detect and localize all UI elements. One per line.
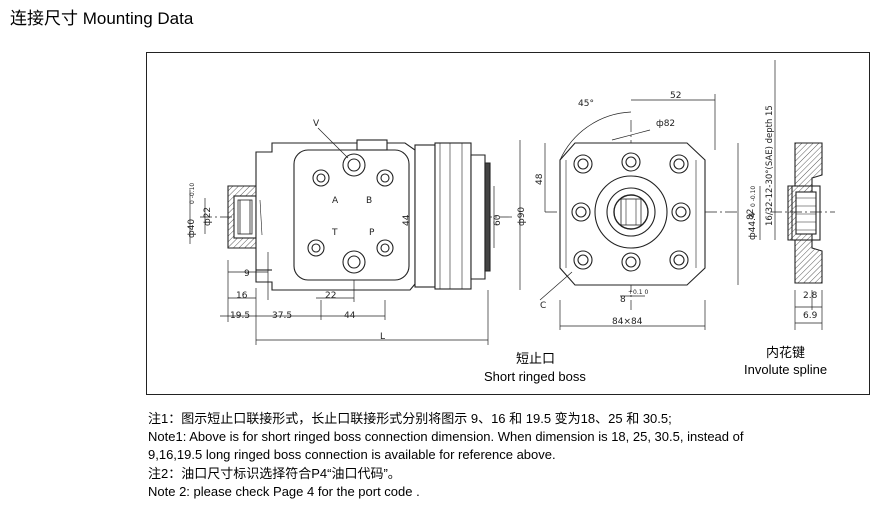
dim-52: 52 [670, 91, 681, 101]
side-view-dims [189, 127, 521, 345]
dim-8: 8 [620, 295, 626, 305]
dim-b: B [366, 196, 372, 206]
dim-c: C [540, 301, 546, 311]
dim-l: L [380, 332, 385, 342]
dim-phi40: ф40 [187, 219, 197, 238]
spline-label-cn: 内花键 [766, 345, 806, 360]
dim-phi44-4-tol: 0 -0.10 [750, 186, 757, 207]
front-view-dims [539, 94, 739, 330]
dim-60: 60 [493, 214, 503, 226]
note-1-en-line1: Note1: Above is for short ringed boss co… [148, 429, 744, 445]
dim-8-tol: +0.1 0 [628, 289, 648, 296]
dim-19-5: 19.5 [230, 311, 250, 321]
drawing-frame [146, 52, 870, 395]
dim-16: 16 [236, 291, 248, 301]
dim-22: 22 [325, 291, 336, 301]
dim-spline-spec: 16/32-12-30°(SAE) depth 15 [765, 105, 775, 226]
dim-37-5: 37.5 [272, 311, 292, 321]
note-2-cn: 注2：油口尺寸标识选择符合P4“油口代码”。 [148, 465, 401, 481]
dim-48: 48 [535, 173, 545, 185]
dim-45deg: 45° [578, 99, 594, 109]
page-title: 连接尺寸 Mounting Data [10, 9, 194, 28]
dim-84x84: 84×84 [612, 317, 643, 327]
dim-phi90: ф90 [517, 207, 527, 226]
dim-p: P [369, 228, 375, 238]
dim-44-bottom: 44 [344, 311, 356, 321]
note-1-en-line2: 9,16,19.5 long ringed boss connection is… [148, 447, 556, 463]
notes: 注1：图示短止口联接形式，长止口联接形式分别将图示 9、16 和 19.5 变为… [148, 410, 853, 501]
note-1-cn: 注1：图示短止口联接形式，长止口联接形式分别将图示 9、16 和 19.5 变为… [148, 411, 672, 426]
dim-phi40-tol: 0 -0.10 [189, 183, 196, 204]
dim-t: T [331, 228, 338, 238]
dim-phi44-4: ф44.4 [748, 212, 758, 240]
dim-6-9: 6.9 [803, 311, 818, 321]
dim-a: A [332, 196, 339, 206]
note-2-en: Note 2: please check Page 4 for the port… [148, 483, 420, 499]
dim-phi22: ф22 [203, 207, 213, 226]
front-view [545, 120, 740, 310]
side-view [200, 139, 515, 291]
spline-label-en: Involute spline [744, 362, 828, 377]
spline-section [770, 142, 835, 284]
dim-9: 9 [244, 269, 250, 279]
dim-2-8: 2.8 [803, 291, 818, 301]
dim-44-body: 44 [402, 214, 412, 226]
spline-dims [759, 60, 823, 330]
dim-phi82: ф82 [656, 119, 675, 129]
short-boss-label-en: Short ringed boss [484, 369, 586, 384]
short-boss-label-cn: 短止口 [516, 351, 556, 366]
dim-v: V [313, 119, 320, 129]
dim-82: 82 [746, 209, 756, 220]
